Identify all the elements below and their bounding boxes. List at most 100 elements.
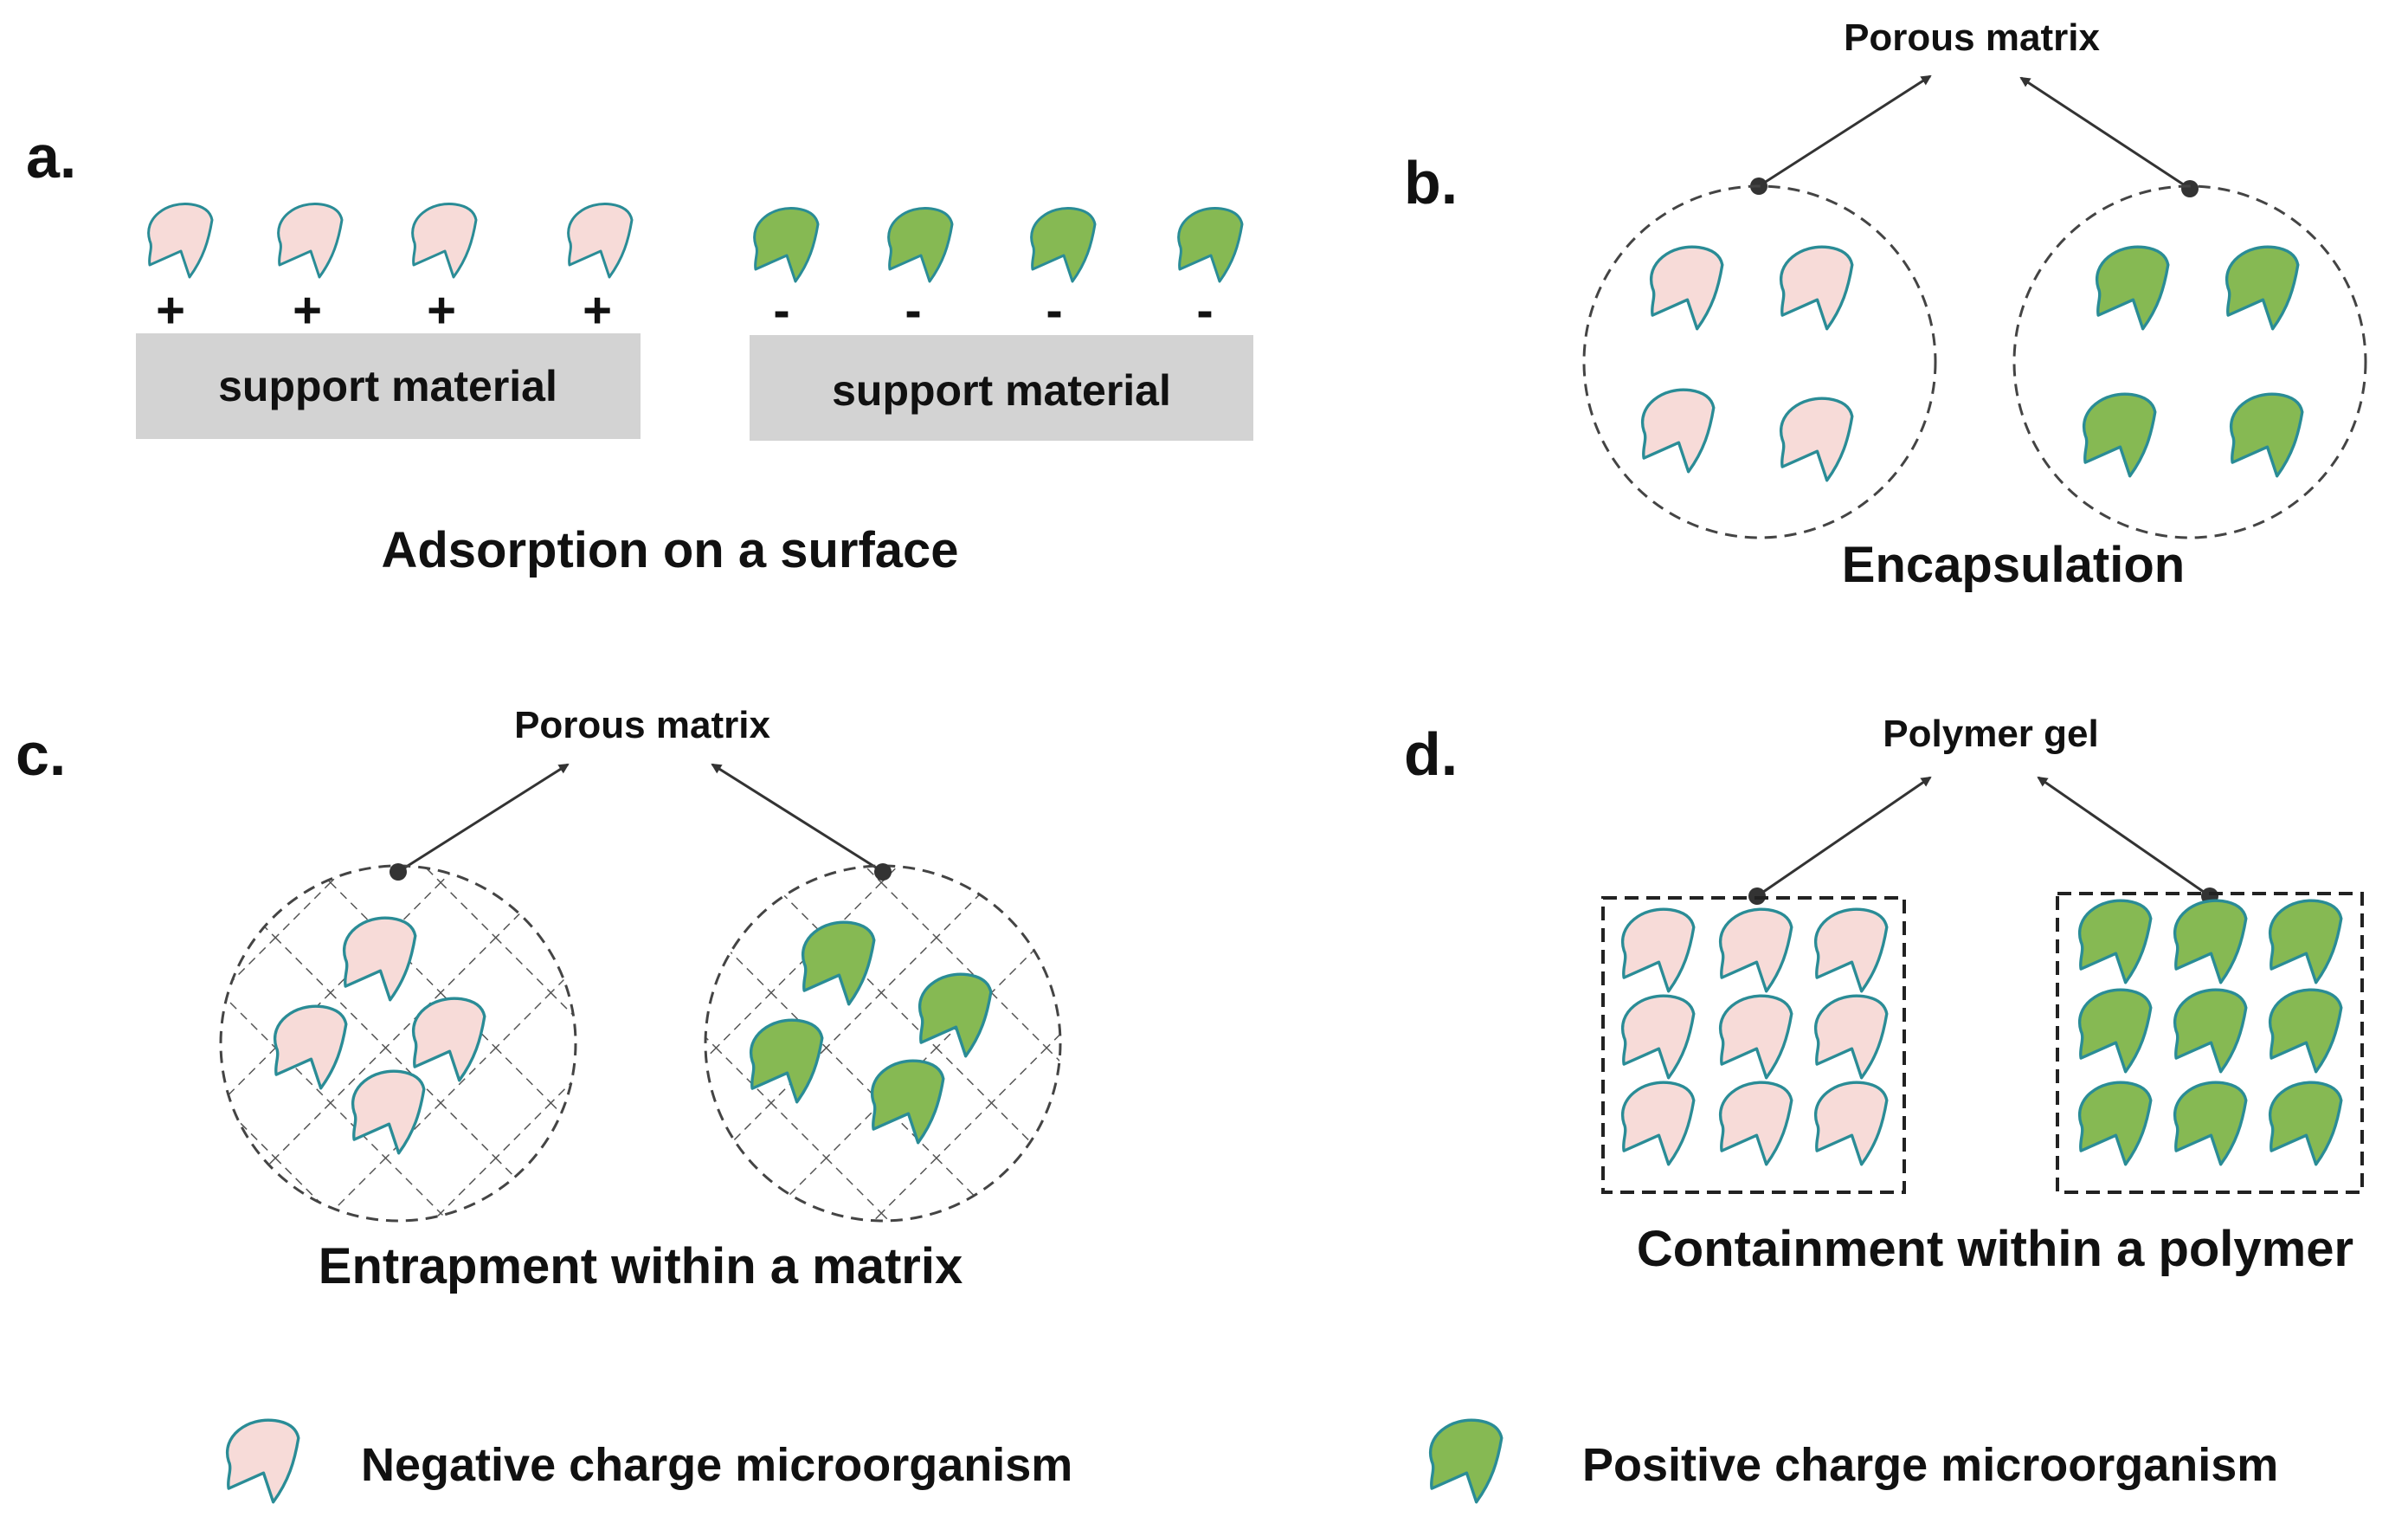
porous-matrix-label: Porous matrix [1844,16,2100,59]
legend-positive-label: Positive charge microorganism [1582,1439,2278,1491]
callout-arrow [397,763,570,874]
legend: Negative charge microorganism Positive c… [226,1418,2278,1504]
panel-d-caption: Containment within a polymer [1637,1221,2353,1277]
negative-microorganism [1814,1081,1889,1166]
support-material-label: support material [832,366,1171,415]
panel-c-caption: Entrapment within a matrix [319,1238,963,1294]
panel-b: b. Porous matrix Encapsulation [1404,16,2367,593]
support-material-label: support material [218,362,557,410]
negative-microorganism [274,1004,348,1090]
porous-matrix-label: Porous matrix [514,704,770,746]
panel-b-caption: Encapsulation [1842,537,2185,593]
panel-a-negative-signs: - - - - [773,282,1213,339]
negative-microorganism [147,203,214,279]
positive-microorganism [2083,392,2157,478]
positive-microorganism [871,1059,945,1145]
callout-arrow [711,763,884,874]
positive-microorganism [2173,988,2248,1074]
negative-microorganism [1621,907,1696,993]
positive-microorganism [2230,392,2304,478]
positive-microorganism [918,972,993,1058]
minus-sign: - [1196,282,1213,339]
positive-microorganism [2078,1081,2153,1166]
capsule-positive [2012,184,2367,539]
panel-d-letter: d. [1404,720,1458,788]
negative-microorganism [1814,994,1889,1080]
callout-arrow [2037,776,2211,898]
support-material-right [750,335,1253,441]
plus-sign: + [427,282,456,339]
plus-sign: + [293,282,322,339]
positive-microorganism [2078,988,2153,1074]
negative-microorganism [343,916,417,1002]
capsule-positive-cells [2083,245,2304,478]
negative-microorganism [1780,245,1854,331]
capsule-negative-cells [1641,245,1854,482]
negative-microorganism [351,1069,426,1155]
panel-a-caption: Adsorption on a surface [381,522,958,578]
panel-a-letter: a. [26,123,76,190]
negative-microorganism [411,203,478,279]
matrix-boundary [219,864,577,1223]
panel-a: a. + + + + support material - - - - [26,123,1253,578]
minus-sign: - [905,282,921,339]
minus-sign: - [1046,282,1062,339]
legend-negative-label: Negative charge microorganism [361,1439,1072,1491]
legend-positive-swatch [1429,1418,1503,1504]
negative-microorganism [277,203,344,279]
matrix-boundary [704,864,1062,1223]
negative-microorganism [1650,245,1724,331]
panel-b-letter: b. [1404,149,1458,216]
matrix-positive [704,864,1062,1223]
negative-microorganism [1719,994,1793,1080]
callout-arrow [2019,76,2191,190]
panel-c: c. Porous matrix Entrapment within a mat… [16,704,1062,1294]
polymer-gel-label: Polymer gel [1883,713,2098,755]
negative-microorganism [1814,907,1889,993]
positive-microorganism [2225,245,2300,331]
minus-sign: - [773,282,789,339]
panel-a-negative-cells [147,203,634,279]
positive-microorganism [1177,207,1244,283]
positive-microorganism [2269,1081,2343,1166]
positive-microorganism [2096,245,2170,331]
callout-arrow [1756,776,1932,898]
negative-microorganism [1719,907,1793,993]
negative-microorganism [1621,994,1696,1080]
panel-d: d. Polymer gel [1404,713,2364,1277]
callout-dot [390,863,407,881]
panel-a-positive-signs: + + + + [156,282,612,339]
negative-microorganism [412,997,486,1082]
matrix-negative [219,864,577,1223]
panel-c-letter: c. [16,720,66,788]
legend-negative-swatch [226,1418,300,1504]
positive-microorganism [2269,899,2343,984]
callout-dot [874,863,892,881]
positive-microorganism [2078,899,2153,984]
callout-dot [2181,180,2199,197]
plus-sign: + [156,282,185,339]
support-material-left [136,333,641,439]
positive-microorganism [887,207,954,283]
gel-positive-cells [2078,899,2343,1166]
positive-microorganism [2173,1081,2248,1166]
positive-microorganism [753,207,820,283]
plus-sign: + [583,282,612,339]
positive-microorganism [2173,899,2248,984]
positive-microorganism [1030,207,1097,283]
positive-microorganism [750,1018,824,1104]
gel-block-negative [1601,896,1906,1194]
negative-microorganism [1719,1081,1793,1166]
panel-a-positive-cells [753,207,1244,283]
negative-microorganism [567,203,634,279]
negative-microorganism [1641,388,1716,474]
positive-microorganism [2269,988,2343,1074]
capsule-negative [1582,184,1937,539]
negative-microorganism [1621,1081,1696,1166]
callout-arrow [1758,74,1932,188]
positive-microorganism [802,920,876,1006]
gel-negative-cells [1621,907,1889,1166]
gel-block-positive [2056,892,2364,1194]
negative-microorganism [1780,397,1854,482]
